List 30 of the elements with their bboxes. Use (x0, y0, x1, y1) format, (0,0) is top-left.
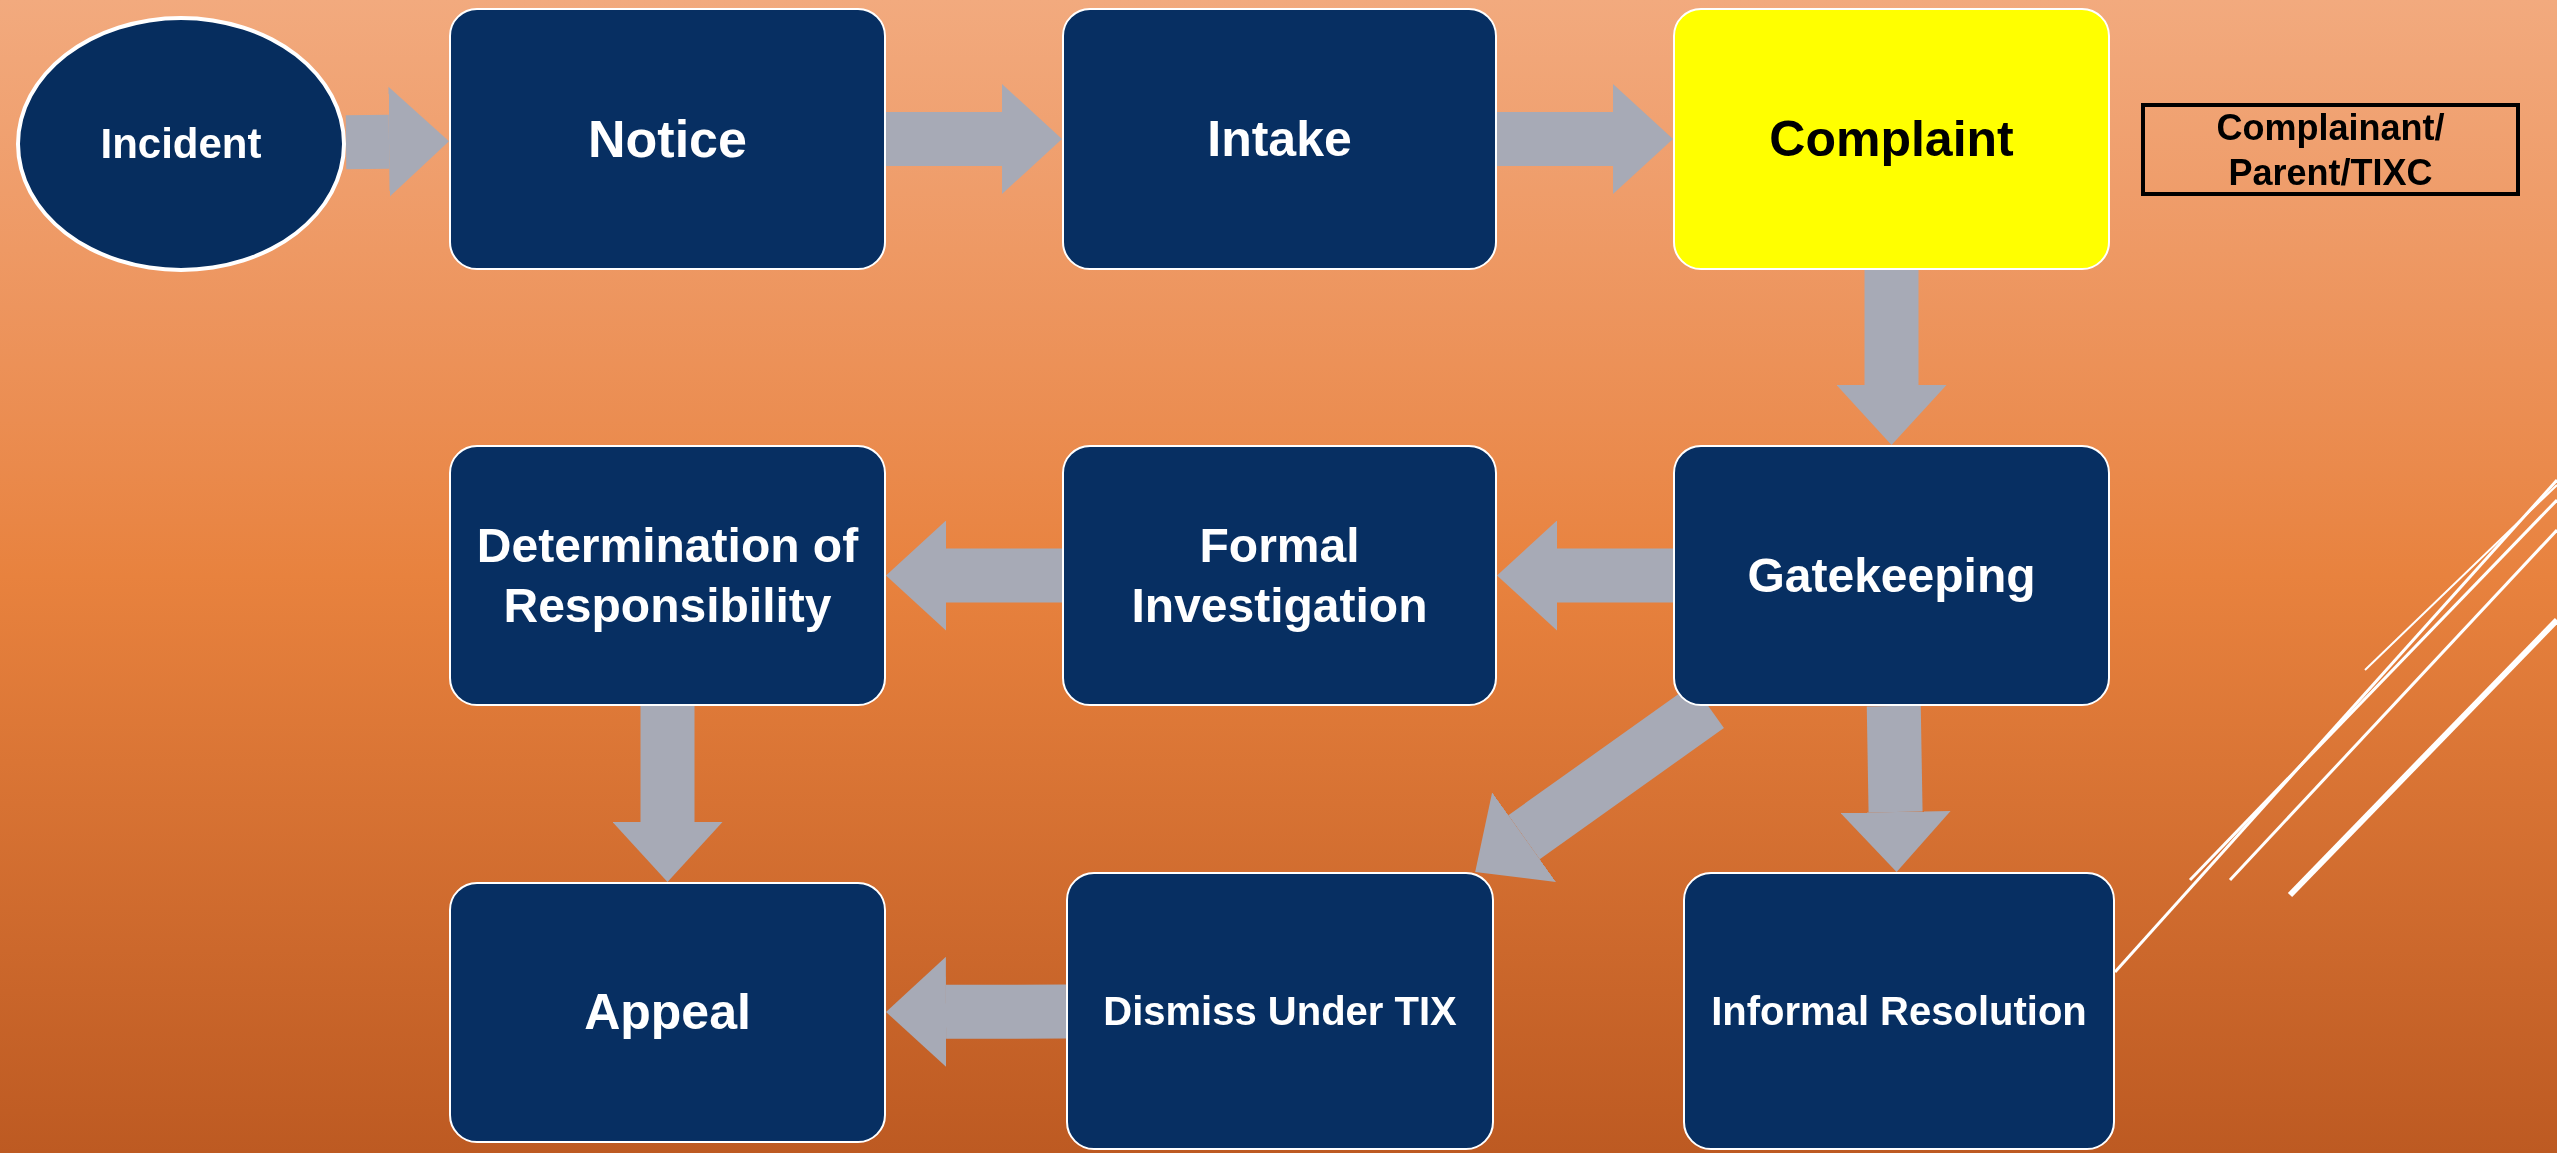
node-label: Notice (588, 108, 747, 170)
node-label: Determination of Responsibility (475, 517, 860, 634)
process-box (1683, 872, 2115, 1150)
node-label: Complaint (1769, 109, 2014, 169)
block-arrow (1497, 84, 1673, 194)
block-arrow (1836, 270, 1947, 445)
process-box (449, 882, 886, 1143)
node-label: Dismiss Under TIX (1103, 988, 1457, 1035)
node-label: Incident (100, 118, 262, 169)
process-box (1673, 445, 2110, 706)
node-label: Appeal (584, 983, 751, 1043)
process-box (449, 445, 886, 706)
process-box (1062, 445, 1497, 706)
node-label: Intake (1207, 109, 1352, 169)
process-box (1066, 872, 1494, 1150)
node-label: Formal Investigation (1130, 517, 1429, 634)
node-label: Gatekeeping (1747, 547, 2036, 604)
note-box (2141, 103, 2520, 196)
block-arrow (886, 84, 1062, 194)
block-arrow (886, 956, 1067, 1067)
node-label: Informal Resolution (1711, 988, 2087, 1035)
process-box (1062, 8, 1497, 270)
block-arrow (612, 706, 723, 882)
block-arrow (345, 86, 449, 197)
block-arrow (886, 520, 1062, 631)
block-arrow (1497, 520, 1673, 631)
block-arrow (1840, 705, 1951, 872)
node-label: Complainant/ Parent/TIXC (2215, 105, 2446, 195)
highlighted-process-box (1673, 8, 2110, 270)
process-box (449, 8, 886, 270)
